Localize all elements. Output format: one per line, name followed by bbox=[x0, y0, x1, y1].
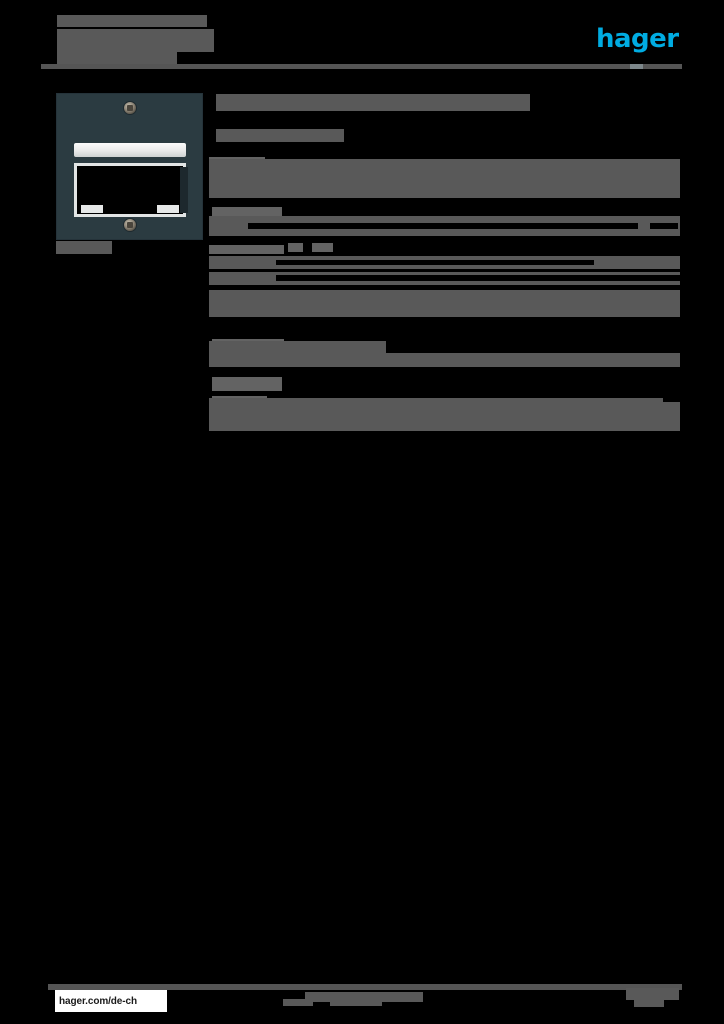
document-title-line-1 bbox=[57, 15, 207, 27]
spec-group-2-label-b bbox=[288, 243, 303, 252]
spec-group-4-note-block bbox=[209, 398, 680, 431]
footer-divider bbox=[48, 984, 682, 990]
product-image bbox=[56, 93, 203, 240]
footer-center-line-2 bbox=[283, 999, 313, 1006]
spec-group-1-row-value-gap bbox=[650, 223, 678, 229]
product-label-strip bbox=[74, 143, 186, 157]
spec-group-2-label-c bbox=[312, 243, 333, 252]
product-wall-plate bbox=[56, 93, 203, 240]
screw-icon-top bbox=[123, 102, 136, 114]
spec-group-3-note-gap bbox=[386, 341, 680, 353]
screw-icon-bottom bbox=[123, 219, 136, 231]
spec-group-1-label bbox=[212, 207, 282, 217]
description-text-block bbox=[209, 159, 680, 198]
spec-group-1-row-gap bbox=[248, 223, 638, 229]
document-header: hager bbox=[0, 0, 724, 80]
spec-group-2-note-block bbox=[209, 290, 680, 317]
footer-right-line-1 bbox=[626, 988, 679, 1000]
footer-url-link[interactable]: hager.com/de-ch bbox=[55, 990, 167, 1012]
product-heading bbox=[216, 94, 530, 111]
socket-tab-left bbox=[81, 205, 103, 213]
hager-logo: hager bbox=[596, 24, 679, 54]
header-divider bbox=[41, 64, 682, 69]
product-image-caption bbox=[56, 241, 112, 254]
footer-center-line-1 bbox=[305, 992, 423, 1002]
footer-center-line-3 bbox=[330, 999, 382, 1006]
spec-group-2-label bbox=[209, 245, 284, 254]
header-divider-accent bbox=[630, 64, 643, 69]
footer-right-line-2 bbox=[634, 1000, 664, 1007]
spec-group-4-label bbox=[212, 377, 282, 391]
footer-url-text: hager.com/de-ch bbox=[59, 995, 137, 1007]
spec-group-2-row-2-gap bbox=[276, 275, 680, 281]
socket-shadow bbox=[180, 167, 188, 213]
spec-group-4-note-notch bbox=[663, 392, 680, 402]
spec-group-2-row-1-gap bbox=[276, 260, 594, 265]
product-reference bbox=[216, 129, 344, 142]
socket-tab-right bbox=[157, 205, 179, 213]
